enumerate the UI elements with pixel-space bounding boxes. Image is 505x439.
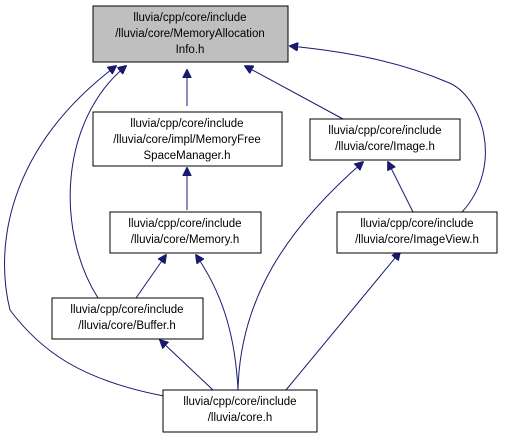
edge-core-to-memory (196, 255, 239, 391)
edge-image-to-memoryallocation (245, 66, 344, 120)
edge-core-to-imageview (285, 252, 400, 391)
node-image-view[interactable]: lluvia/cpp/core/include /lluvia/core/Ima… (336, 211, 498, 254)
node-core[interactable]: lluvia/cpp/core/include /lluvia/core.h (162, 389, 318, 433)
node-line: /lluvia/core/impl/MemoryFree (113, 134, 261, 146)
node-line: lluvia/cpp/core/include (128, 218, 241, 230)
node-line: lluvia/cpp/core/include (133, 12, 246, 24)
node-line: Info.h (176, 44, 205, 56)
edges-layer (4, 46, 486, 397)
node-line: lluvia/cpp/core/include (328, 125, 441, 137)
node-line: lluvia/cpp/core/include (360, 218, 473, 230)
node-line: /lluvia/core/Image.h (335, 141, 435, 153)
node-line: /lluvia/core/Buffer.h (78, 320, 176, 332)
edge-buffer-to-memoryallocation (69, 66, 126, 299)
edge-core-to-image (237, 162, 363, 391)
edge-core-to-memoryallocation (4, 66, 165, 397)
node-image[interactable]: lluvia/cpp/core/include /lluvia/core/Ima… (309, 118, 461, 161)
node-line: /lluvia/core/Memory.h (131, 234, 239, 246)
edge-core-to-buffer (160, 340, 214, 391)
node-line: lluvia/cpp/core/include (183, 396, 296, 408)
node-memory[interactable]: lluvia/cpp/core/include /lluvia/core/Mem… (109, 211, 262, 254)
node-line: /lluvia/core.h (208, 412, 273, 424)
node-line: /lluvia/core/MemoryAllocation (115, 28, 265, 40)
edge-imageview-to-memoryallocation (290, 46, 486, 213)
node-line: lluvia/cpp/core/include (130, 118, 243, 130)
node-buffer[interactable]: lluvia/cpp/core/include /lluvia/core/Buf… (51, 297, 204, 340)
edge-buffer-to-memory (135, 255, 166, 299)
node-line: SpaceManager.h (144, 150, 231, 162)
node-memory-free-space-manager[interactable]: lluvia/cpp/core/include /lluvia/core/imp… (92, 111, 283, 167)
node-line: /lluvia/core/ImageView.h (355, 234, 479, 246)
node-line: lluvia/cpp/core/include (70, 304, 183, 316)
edge-imageview-to-image (388, 162, 414, 213)
node-memory-allocation-info[interactable]: lluvia/cpp/core/include /lluvia/core/Mem… (92, 5, 289, 63)
